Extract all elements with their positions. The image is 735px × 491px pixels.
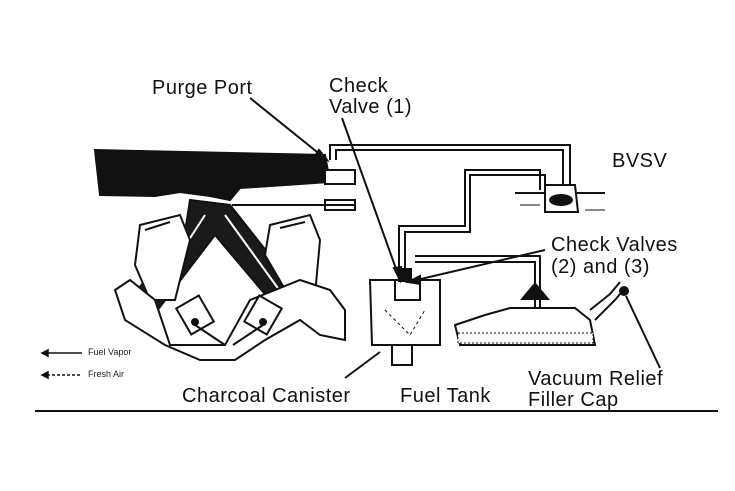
legend-fuel-vapor: Fuel Vapor (88, 347, 132, 357)
label-check-valve-1-line2: Valve (1) (329, 96, 413, 118)
label-charcoal-canister: Charcoal Canister (182, 385, 351, 407)
engine-block (113, 213, 346, 361)
label-check-valves-line2: (2) and (3) (551, 256, 650, 278)
legend-fresh-air: Fresh Air (88, 369, 125, 379)
legend-arrows (40, 348, 82, 380)
label-check-valves-line1: Check Valves (551, 234, 678, 256)
leader-lines (249, 97, 661, 379)
label-vacuum-relief-line1: Vacuum Relief (528, 368, 664, 390)
charcoal-canister (368, 268, 441, 366)
label-check-valve-1-line1: Check (329, 75, 389, 97)
bvsv-valve (515, 184, 605, 213)
label-vacuum-relief-line2: Filler Cap (528, 389, 619, 411)
fuel-tank (453, 281, 629, 346)
label-purge-port: Purge Port (152, 77, 253, 99)
label-fuel-tank: Fuel Tank (400, 385, 491, 407)
label-bvsv: BVSV (612, 150, 668, 172)
